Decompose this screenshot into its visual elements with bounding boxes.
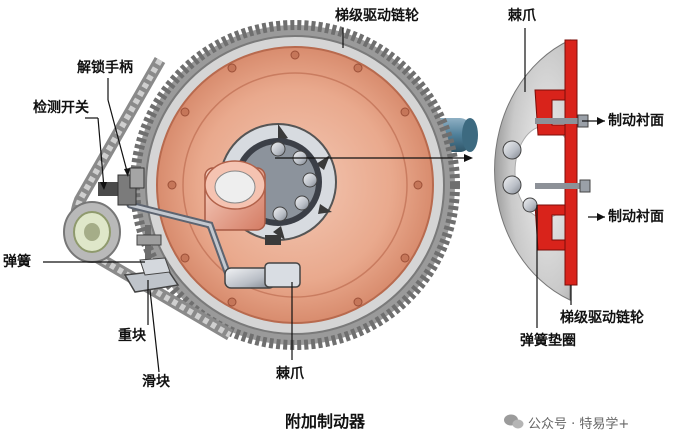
detail-disc <box>494 39 576 301</box>
leader-lines <box>43 28 605 373</box>
label-ratchet-bottom: 棘爪 <box>276 366 304 382</box>
label-brake-lining-1: 制动衬面 <box>608 113 664 129</box>
label-ladder-sprocket-top: 梯级驱动链轮 <box>335 8 419 24</box>
label-spring-washer: 弹簧垫圈 <box>520 333 576 349</box>
label-ratchet-top: 棘爪 <box>508 8 536 24</box>
wechat-icon <box>504 414 524 429</box>
small-sprocket <box>63 201 121 263</box>
label-release-handle: 解锁手柄 <box>77 60 133 76</box>
hub <box>204 160 281 245</box>
disc-bolts <box>167 50 423 307</box>
label-ladder-sprocket-bottom: 梯级驱动链轮 <box>560 310 644 326</box>
weight-slider-assembly <box>123 225 180 293</box>
detail-bolts <box>502 114 591 213</box>
label-spring: 弹簧 <box>3 254 31 270</box>
switch-bracket <box>98 167 145 206</box>
release-lever <box>126 201 301 289</box>
diagram-caption: 附加制动器 <box>285 412 366 431</box>
arrowheads <box>100 117 605 221</box>
label-weight: 重块 <box>118 328 146 344</box>
label-detect-switch: 检测开关 <box>33 100 89 116</box>
label-brake-lining-2: 制动衬面 <box>608 209 664 225</box>
label-slider: 滑块 <box>142 374 170 390</box>
watermark: 公众号 · 特易学+ <box>528 417 630 432</box>
